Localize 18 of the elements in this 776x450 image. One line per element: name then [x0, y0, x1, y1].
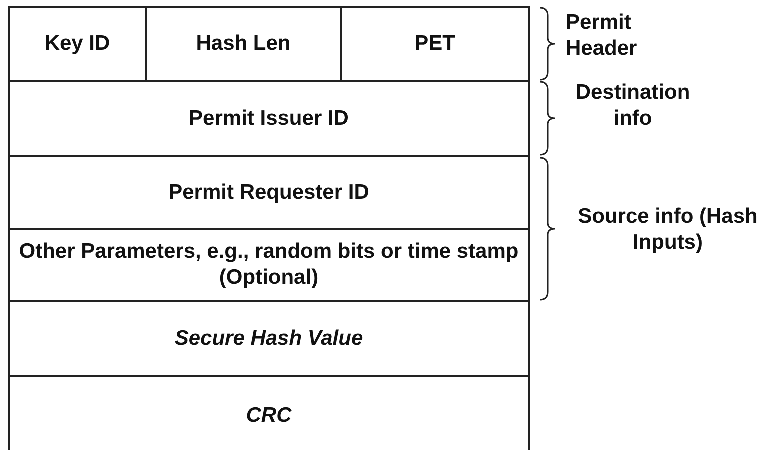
field-cell: [8, 300, 530, 377]
section-label: Destination info: [574, 80, 692, 132]
field-cell: [8, 6, 147, 82]
field-cell: [8, 228, 530, 302]
field-cell: [340, 6, 530, 82]
field-name: Other Parameters, e.g., random bits or time stamp (Optional): [18, 239, 520, 291]
field-name: CRC: [246, 403, 292, 429]
section-label: Permit Header: [566, 10, 638, 62]
field-name: Permit Issuer ID: [189, 106, 349, 132]
section-label: Source info (Hash Inputs): [577, 204, 759, 256]
field-name: Hash Len: [196, 31, 291, 57]
field-name: Key ID: [44, 31, 110, 57]
field-cell: [8, 155, 530, 230]
field-cell: [8, 80, 530, 157]
field-name: Permit Requester ID: [168, 180, 370, 206]
field-cell: [8, 375, 530, 450]
field-name: Secure Hash Value: [174, 326, 364, 352]
field-name: PET: [414, 31, 456, 57]
